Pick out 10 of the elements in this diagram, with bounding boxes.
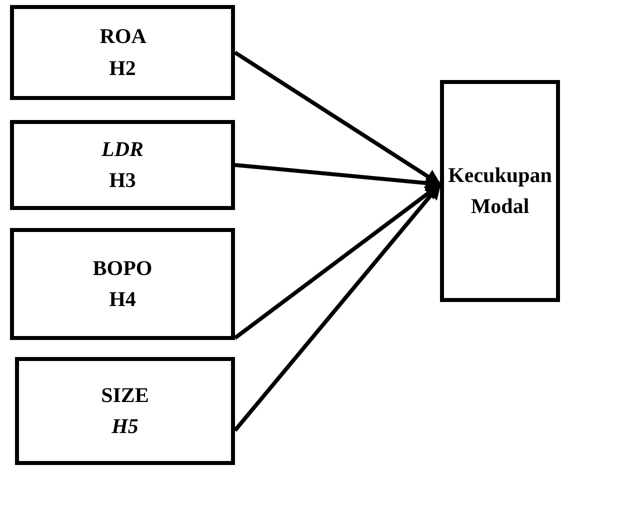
variable-box xyxy=(10,228,235,340)
variable-label: ROA H2 xyxy=(100,23,146,82)
variable-label: SIZE H5 xyxy=(101,382,149,440)
variable-box xyxy=(15,357,235,465)
variable-box xyxy=(10,5,235,100)
variable-box xyxy=(440,80,560,302)
variable-box xyxy=(10,120,235,210)
variable-label: LDR H3 xyxy=(102,136,144,194)
variable-label: Kecukupan Modal xyxy=(448,162,552,220)
variable-label: BOPO H4 xyxy=(92,254,152,313)
